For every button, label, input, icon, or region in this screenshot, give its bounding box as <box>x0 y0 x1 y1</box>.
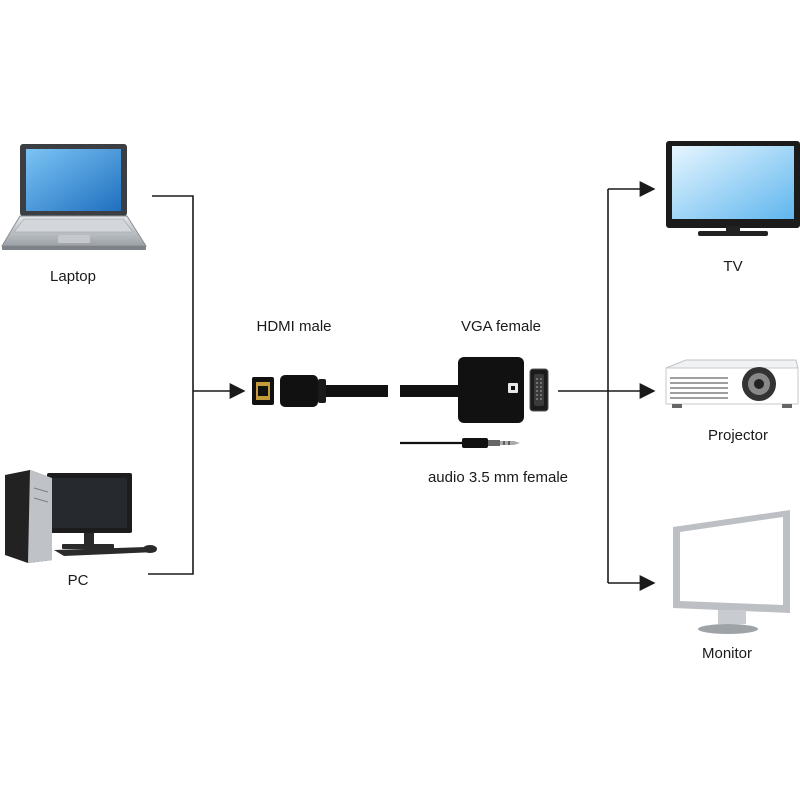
audio-jack-icon <box>400 438 520 448</box>
monitor-label: Monitor <box>701 645 753 662</box>
projector-icon <box>665 359 799 408</box>
vga-female-label: VGA female <box>460 318 542 335</box>
connector-lines <box>148 181 656 591</box>
laptop-label: Laptop <box>50 268 96 285</box>
vga-female-adapter-icon <box>400 357 549 423</box>
hdmi-male-label: HDMI male <box>256 318 332 335</box>
tv-icon <box>666 141 800 236</box>
laptop-icon <box>1 144 147 250</box>
monitor-icon <box>673 510 790 634</box>
tv-label: TV <box>723 258 743 275</box>
audio-35mm-label: audio 3.5 mm female <box>427 469 569 486</box>
pc-line <box>148 391 194 575</box>
projector-label: Projector <box>707 427 769 444</box>
vga-port-icon <box>529 368 549 412</box>
desktop-pc-icon <box>5 470 157 563</box>
hdmi-male-connector-icon <box>252 375 388 407</box>
laptop-line <box>152 195 194 391</box>
keyboard-icon <box>54 547 156 556</box>
pc-label: PC <box>67 572 89 589</box>
